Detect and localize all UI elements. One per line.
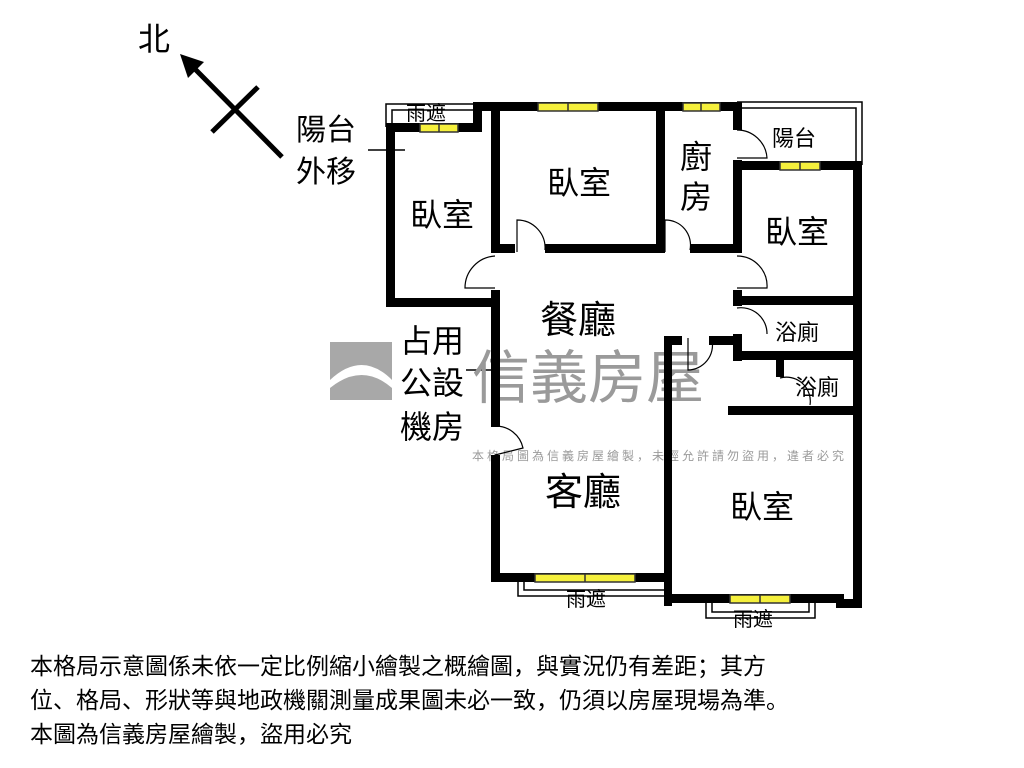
north-label: 北: [138, 20, 170, 58]
canopy-bedroom-label: 雨遮: [733, 607, 773, 631]
note-public-1: 占用: [400, 322, 464, 360]
disclaimer-line: 本格局示意圖係未依一定比例縮小繪製之概繪圖，與實況仍有差距；其方: [30, 654, 766, 680]
note-balcony-moved-1: 陽台: [296, 113, 356, 148]
room-bath-1: 浴廁: [775, 321, 819, 346]
room-bedroom-1: 臥室: [410, 196, 474, 234]
room-bath-2: 浴廁: [795, 376, 839, 401]
note-public-3: 機房: [400, 408, 464, 446]
canopy-top-label: 雨遮: [406, 101, 446, 125]
room-living: 客廳: [545, 470, 621, 514]
canopy-living-label: 雨遮: [566, 587, 606, 611]
disclaimer-line: 位、格局、形狀等與地政機關測量成果圖未必一致，仍須以房屋現場為準。: [30, 688, 789, 714]
room-kitchen-1: 廚: [680, 138, 712, 176]
disclaimer-line: 本圖為信義房屋繪製，盜用必究: [30, 722, 352, 748]
room-balcony: 陽台: [772, 127, 816, 152]
doors: [464, 129, 811, 456]
room-kitchen-2: 房: [680, 178, 712, 216]
room-bedroom-2: 臥室: [547, 164, 611, 202]
canopy-outlines: [368, 101, 863, 619]
room-bedroom-4: 臥室: [730, 488, 794, 526]
room-bedroom-3: 臥室: [765, 213, 829, 251]
brand-logo-icon: [330, 342, 392, 400]
north-arrow-icon: [180, 54, 284, 159]
room-dining: 餐廳: [540, 298, 616, 342]
note-public-2: 公設: [400, 364, 464, 402]
disclaimer: 本格局示意圖係未依一定比例縮小繪製之概繪圖，與實況仍有差距；其方 位、格局、形狀…: [30, 650, 1010, 752]
windows: [419, 102, 821, 604]
watermark-notice: 本格局圖為信義房屋繪製，未經允許請勿盜用，違者必究: [472, 448, 847, 463]
note-balcony-moved-2: 外移: [296, 155, 356, 190]
